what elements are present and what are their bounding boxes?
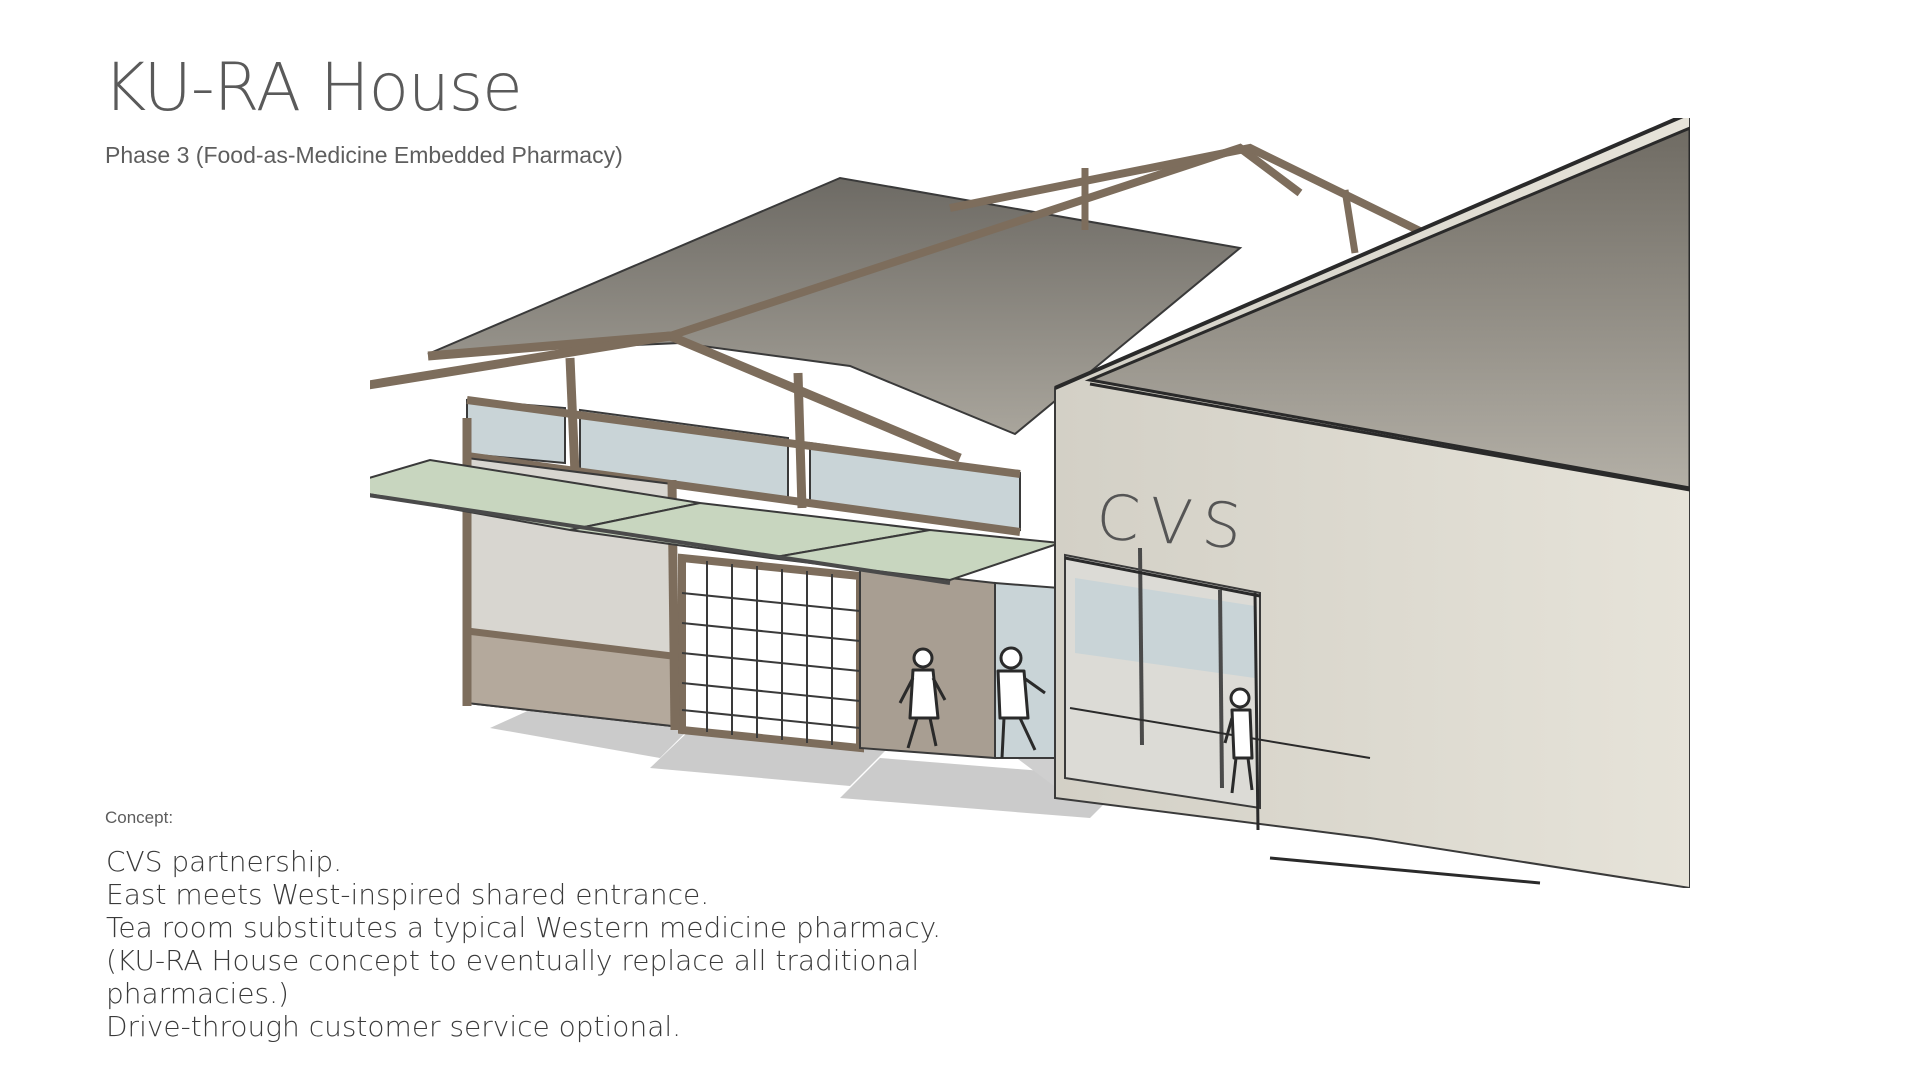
person-figure — [1223, 687, 1254, 794]
concept-line: Tea room substitutes a typical Western m… — [106, 911, 942, 944]
green-awning — [370, 458, 1061, 585]
concept-line: Drive-through customer service optional. — [106, 1010, 682, 1043]
concept-label: Concept: — [105, 808, 174, 827]
person-figure — [996, 646, 1046, 759]
page-title: KU-RA House — [103, 49, 523, 126]
shoji-grid — [681, 561, 861, 745]
concept-list: CVS partnership. East meets West-inspire… — [106, 845, 1006, 1043]
concept-line: CVS partnership. — [106, 845, 343, 878]
concept-line: (KU-RA House concept to eventually repla… — [106, 944, 920, 977]
clerestory-windows — [466, 357, 1021, 536]
concept-line: pharmacies.) — [106, 977, 289, 1010]
person-figure — [898, 647, 947, 749]
tea-house-roof — [370, 143, 1432, 463]
page-subtitle: Phase 3 (Food-as-Medicine Embedded Pharm… — [105, 142, 623, 168]
cvs-building — [1054, 118, 1690, 888]
people-figures — [898, 646, 1254, 794]
concept-line: East meets West-inspired shared entrance… — [106, 878, 710, 911]
building-sketch: CVS — [370, 118, 1690, 888]
cvs-sign: CVS — [1094, 480, 1254, 564]
